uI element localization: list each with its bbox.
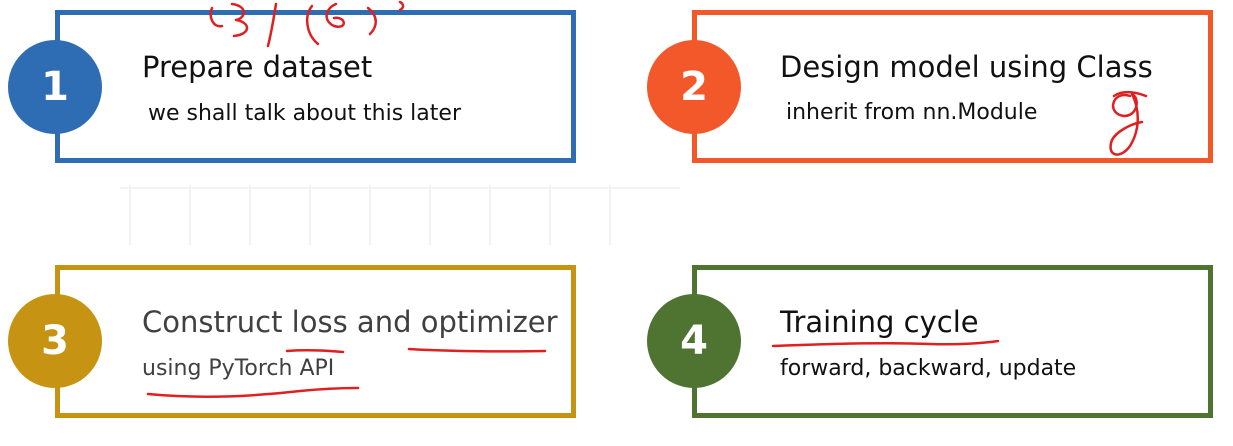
step-1-title: Prepare dataset: [142, 50, 373, 84]
step-2-subtitle: inherit from nn.Module: [786, 100, 1038, 125]
step-4-number-badge: 4: [647, 294, 741, 388]
step-3-card: [55, 265, 576, 418]
step-1-number-badge: 1: [8, 40, 102, 134]
top-scribble-7: [398, 0, 405, 12]
step-3-number: 3: [41, 318, 69, 364]
step-4-card: [692, 265, 1213, 418]
step-3-title: Construct loss and optimizer: [142, 305, 558, 339]
step-2-title: Design model using Class: [780, 50, 1153, 84]
step-2-number-badge: 2: [647, 40, 741, 134]
step-2-card: [692, 10, 1213, 163]
background-ghost-lines: [120, 185, 680, 245]
step-2-number: 2: [680, 64, 708, 110]
step-4-subtitle: forward, backward, update: [780, 356, 1077, 381]
step-4-title: Training cycle: [780, 305, 979, 339]
step-3-number-badge: 3: [8, 294, 102, 388]
step-1-card: [55, 10, 576, 163]
step-4-number: 4: [680, 318, 708, 364]
step-3-subtitle: using PyTorch API: [142, 356, 335, 381]
step-1-number: 1: [41, 64, 69, 110]
step-1-subtitle: we shall talk about this later: [148, 101, 461, 126]
